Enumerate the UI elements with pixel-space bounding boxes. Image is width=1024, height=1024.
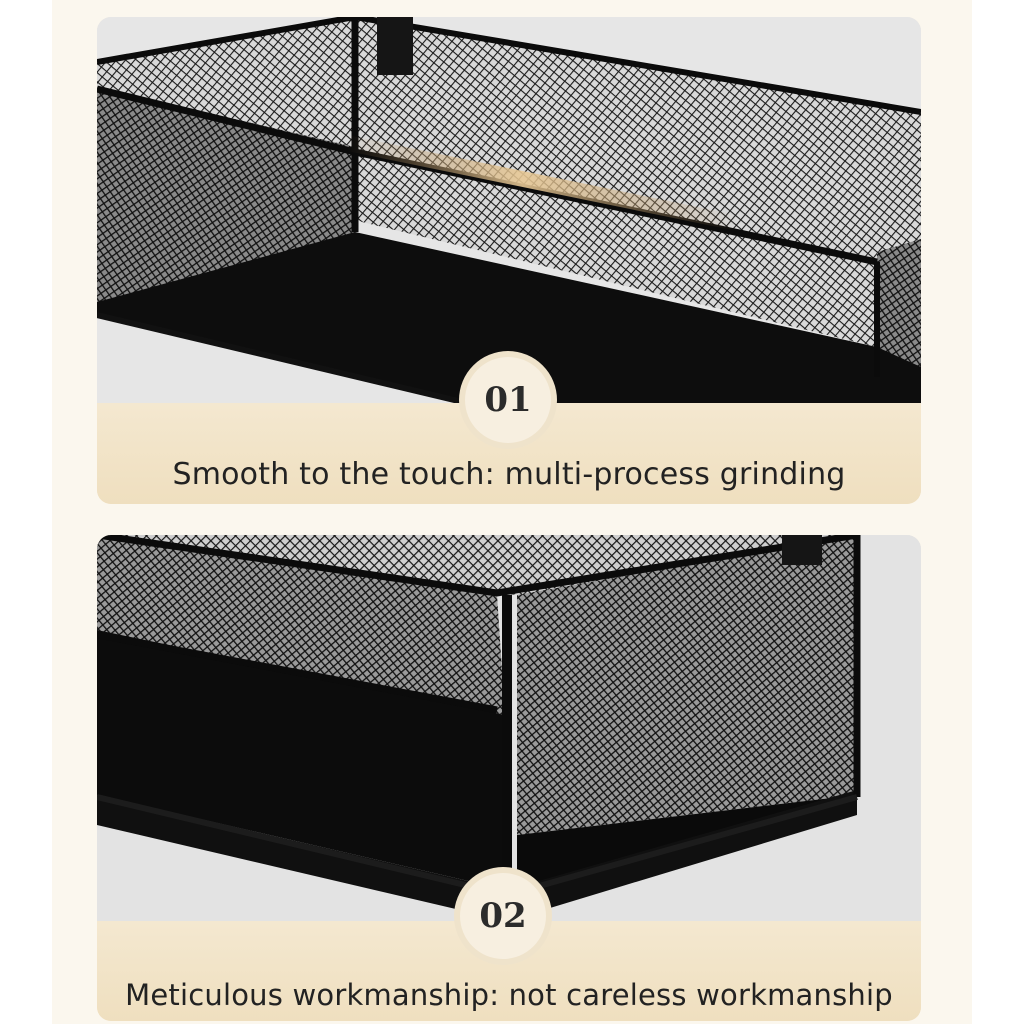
basket-photo-1 (97, 17, 921, 403)
feature-panel-1: 01 Smooth to the touch: multi-process gr… (97, 17, 921, 504)
step-number-badge-2: 02 (460, 873, 546, 959)
feature-caption-2: Meticulous workmanship: not careless wor… (125, 978, 893, 1012)
step-number-badge-1: 01 (465, 357, 551, 443)
feature-panel-2: 02 Meticulous workmanship: not careless … (97, 535, 921, 1021)
basket-photo-2 (97, 535, 921, 921)
feature-caption-1: Smooth to the touch: multi-process grind… (172, 457, 846, 492)
